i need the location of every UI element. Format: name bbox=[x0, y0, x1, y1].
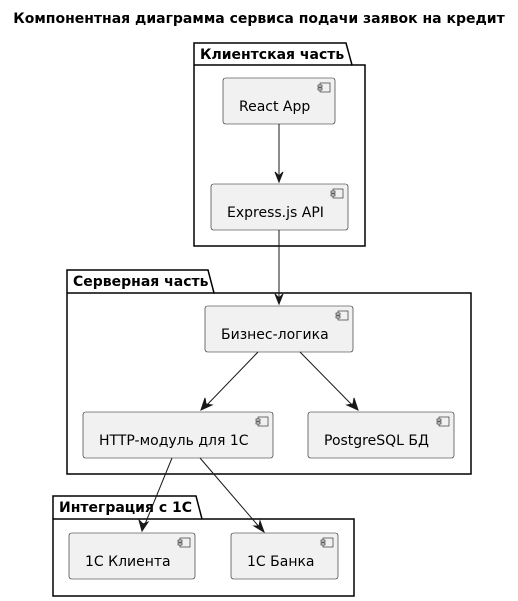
arrowhead bbox=[345, 397, 359, 411]
arrowhead bbox=[200, 397, 214, 411]
package-client-label: Клиентская часть bbox=[200, 47, 344, 63]
diagram-title: Компонентная диаграмма сервиса подачи за… bbox=[13, 11, 505, 27]
edge-express-to-business bbox=[274, 230, 284, 306]
component-client-1c-label: 1С Клиента bbox=[85, 554, 171, 570]
component-icon bbox=[335, 310, 349, 321]
component-http-module: HTTP-модуль для 1С bbox=[82, 411, 274, 459]
package-integration-label: Интеграция с 1С bbox=[59, 500, 192, 516]
component-express-api-label: Express.js API bbox=[227, 205, 324, 221]
component-express-api: Express.js API bbox=[210, 183, 349, 231]
edge-http-to-client-1c bbox=[138, 457, 173, 533]
component-react-app-label: React App bbox=[239, 99, 310, 115]
component-icon bbox=[255, 416, 269, 427]
component-icon bbox=[177, 537, 191, 548]
component-postgresql-label: PostgreSQL БД bbox=[324, 433, 429, 449]
component-postgresql: PostgreSQL БД bbox=[307, 411, 455, 459]
component-bank-1c-label: 1С Банка bbox=[247, 554, 315, 570]
arrowhead bbox=[274, 171, 284, 184]
edge-http-to-bank-1c bbox=[199, 457, 265, 534]
arrowhead bbox=[252, 519, 265, 534]
component-icon bbox=[317, 82, 331, 93]
component-business-logic-label: Бизнес-логика bbox=[221, 327, 329, 343]
package-server-label: Серверная часть bbox=[73, 274, 209, 290]
component-business-logic: Бизнес-логика bbox=[204, 305, 354, 353]
component-icon bbox=[436, 416, 450, 427]
edge-react-to-express bbox=[274, 124, 284, 184]
component-icon bbox=[330, 188, 344, 199]
edge-business-to-postgresql bbox=[299, 351, 359, 411]
edge-business-to-http bbox=[200, 351, 259, 411]
component-client-1c: 1С Клиента bbox=[68, 532, 196, 580]
component-bank-1c: 1С Банка bbox=[230, 532, 339, 580]
arrowhead bbox=[274, 293, 284, 306]
component-react-app: React App bbox=[222, 77, 336, 125]
component-http-module-label: HTTP-модуль для 1С bbox=[99, 433, 249, 449]
component-icon bbox=[320, 537, 334, 548]
arrowhead bbox=[138, 518, 150, 533]
